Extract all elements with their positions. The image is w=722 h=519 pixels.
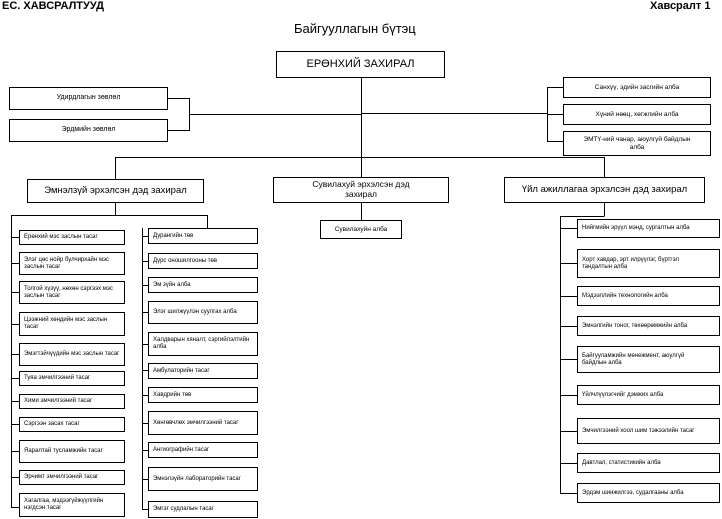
department-box: Яаралтай тусламжийн тасаг	[19, 440, 125, 463]
operations-unit-box: Нийгмийн эрүүл мэнд, сургалтын алба	[577, 219, 720, 238]
deputy-box-nursing: Сувилахуй эрхэлсэн дэд захирал	[273, 177, 449, 203]
department-box: Дүрс оношилгооны төв	[148, 253, 258, 269]
department-box: Эмгэг судлалын тасаг	[148, 501, 258, 518]
operations-unit-label: Эмнэлгийн тоног, төхөөрөмжийн алба	[582, 322, 688, 329]
unit-label: ЭМТҮ-ний чанар, аюулгүй байдлын алба	[583, 136, 691, 151]
department-box: Сэргээн засах тасаг	[19, 417, 125, 432]
department-label: Элэг шилжүүлэн суулгах алба	[153, 309, 237, 316]
department-box: Дурангийн төв	[148, 228, 258, 244]
department-box: Ерөнхий мэс заслын тасаг	[19, 230, 125, 245]
operations-unit-label: Эмчилгээний хоол шим тэжээлийн тасаг	[582, 427, 695, 434]
department-label: Толгой хүзүү, нөхөн сэргээх мэс заслын т…	[24, 285, 113, 299]
operations-unit-label: Эрдэм шинжилгээ, судалгааны алба	[582, 489, 684, 496]
deputy-box-operations: Үйл ажиллагаа эрхэлсэн дэд захирал	[504, 177, 705, 203]
department-label: Ангиографийн тасаг	[153, 446, 210, 453]
department-box: Элэг шилжүүлэн суулгах алба	[148, 301, 258, 324]
deputy-label: Үйл ажиллагаа эрхэлсэн дэд захирал	[521, 183, 688, 195]
department-label: Дурангийн төв	[153, 232, 194, 239]
department-label: Хими эмчилгээний тасаг	[24, 398, 93, 405]
department-label: Хөнгөвчлөх эмчилгээний тасаг	[153, 419, 239, 426]
department-label: Халдварын хяналт, сэргийлэлтийн алба	[153, 337, 250, 350]
department-label: Дүрс оношилгооны төв	[153, 257, 218, 264]
department-box: Эмнэлзүйн лабораторийн тасаг	[148, 467, 258, 491]
operations-unit-label: Хорт хавдар, эрт илрүүлэг, бүртгэл танда…	[582, 256, 680, 270]
department-label: Ерөнхий мэс заслын тасаг	[24, 234, 98, 241]
operations-unit-box: Үйлчлүүлэгчийг дэмжих алба	[577, 385, 720, 405]
unit-box-finance: Санхүү, эдийн засгийн алба	[563, 77, 711, 98]
department-label: Сэргээн засах тасаг	[24, 421, 80, 428]
department-label: Эмэгтэйчүүдийн мэс заслын тасаг	[24, 351, 120, 358]
header-right: Хавсралт 1	[650, 0, 711, 12]
department-label: Эрчимт эмчилгээний тасаг	[24, 474, 99, 481]
department-label: Амбулаторийн тасаг	[153, 367, 210, 374]
council-box-academic: Эрдмийн зөвлөл	[9, 119, 168, 142]
unit-label: Хүний нөөц, хөгжлийн алба	[595, 110, 679, 118]
council-box-management: Удирдлагын зөвлөл	[9, 87, 168, 110]
department-box: Эрчимт эмчилгээний тасаг	[19, 470, 125, 485]
department-box: Эмэгтэйчүүдийн мэс заслын тасаг	[19, 343, 125, 366]
operations-unit-box: Эмчилгээний хоол шим тэжээлийн тасаг	[577, 418, 720, 444]
department-label: Хагалгаа, мэдээгүйжүүлгийн нэгдсэн тасаг	[24, 498, 104, 511]
department-label: Яаралтай тусламжийн тасаг	[24, 448, 103, 455]
unit-box-hr: Хүний нөөц, хөгжлийн алба	[563, 104, 711, 125]
department-label: Эмгэг судлалын тасаг	[153, 506, 214, 513]
department-label: Туяа эмчилгээний тасаг	[24, 375, 91, 382]
operations-unit-label: Үйлчлүүлэгчийг дэмжих алба	[582, 391, 664, 398]
department-box: Туяа эмчилгээний тасаг	[19, 371, 125, 386]
operations-unit-label: Байгууламжийн менежмент, аюулгүй байдлын…	[582, 352, 685, 366]
department-box: Эм зүйн алба	[148, 277, 258, 293]
department-label: Хавдрийн төв	[153, 391, 192, 398]
operations-unit-label: Мэдээллийн технологийн алба	[582, 292, 668, 299]
deputy-label: Эмнэлзүй эрхэлсэн дэд захирал	[44, 184, 187, 196]
operations-unit-label: Давтлал, статистикийн алба	[582, 459, 661, 466]
operations-unit-box: Эмнэлгийн тоног, төхөөрөмжийн алба	[577, 316, 720, 336]
council-label: Удирдлагын зөвлөл	[56, 94, 121, 102]
council-label: Эрдмийн зөвлөл	[61, 126, 116, 134]
unit-box-quality: ЭМТҮ-ний чанар, аюулгүй байдлын алба	[563, 131, 711, 156]
operations-unit-box: Давтлал, статистикийн алба	[577, 453, 720, 473]
department-box: Ангиографийн тасаг	[148, 442, 258, 458]
page-title: Байгууллагын бүтэц	[294, 21, 416, 36]
department-box: Хавдрийн төв	[148, 387, 258, 403]
department-box: Элэг цөс нойр булчирхайн мэс заслын таса…	[19, 252, 125, 275]
department-box: Амбулаторийн тасаг	[148, 363, 258, 379]
operations-unit-box: Эрдэм шинжилгээ, судалгааны алба	[577, 483, 720, 503]
general-director-box: ЕРӨНХИЙ ЗАХИРАЛ	[276, 51, 445, 78]
operations-unit-box: Мэдээллийн технологийн алба	[577, 286, 720, 306]
department-box: Цээжний хөндийн мэс заслын тасаг	[19, 312, 125, 336]
department-box: Хагалгаа, мэдээгүйжүүлгийн нэгдсэн тасаг	[19, 493, 125, 517]
operations-unit-box: Байгууламжийн менежмент, аюулгүй байдлын…	[577, 346, 720, 373]
department-label: Эмнэлзүйн лабораторийн тасаг	[153, 475, 241, 482]
department-label: Элэг цөс нойр булчирхайн мэс заслын таса…	[24, 256, 110, 270]
department-box: Халдварын хяналт, сэргийлэлтийн алба	[148, 332, 258, 356]
deputy-box-medical: Эмнэлзүй эрхэлсэн дэд захирал	[27, 179, 204, 203]
header-left: ЕС. ХАВСРАЛТУУД	[2, 0, 104, 12]
nursing-unit-box: Сувилахуйн алба	[320, 220, 402, 239]
operations-unit-label: Нийгмийн эрүүл мэнд, сургалтын алба	[582, 225, 690, 232]
unit-label: Санхүү, эдийн засгийн алба	[594, 83, 680, 91]
general-director-label: ЕРӨНХИЙ ЗАХИРАЛ	[306, 58, 415, 71]
operations-unit-box: Хорт хавдар, эрт илрүүлэг, бүртгэл танда…	[577, 249, 720, 278]
department-box: Хими эмчилгээний тасаг	[19, 394, 125, 409]
department-box: Толгой хүзүү, нөхөн сэргээх мэс заслын т…	[19, 281, 125, 304]
department-box: Хөнгөвчлөх эмчилгээний тасаг	[148, 411, 258, 435]
department-label: Эм зүйн алба	[153, 281, 191, 288]
department-label: Цээжний хөндийн мэс заслын тасаг	[24, 317, 108, 330]
nursing-unit-label: Сувилахуйн алба	[334, 225, 388, 233]
deputy-label: Сувилахуй эрхэлсэн дэд захирал	[312, 179, 410, 199]
